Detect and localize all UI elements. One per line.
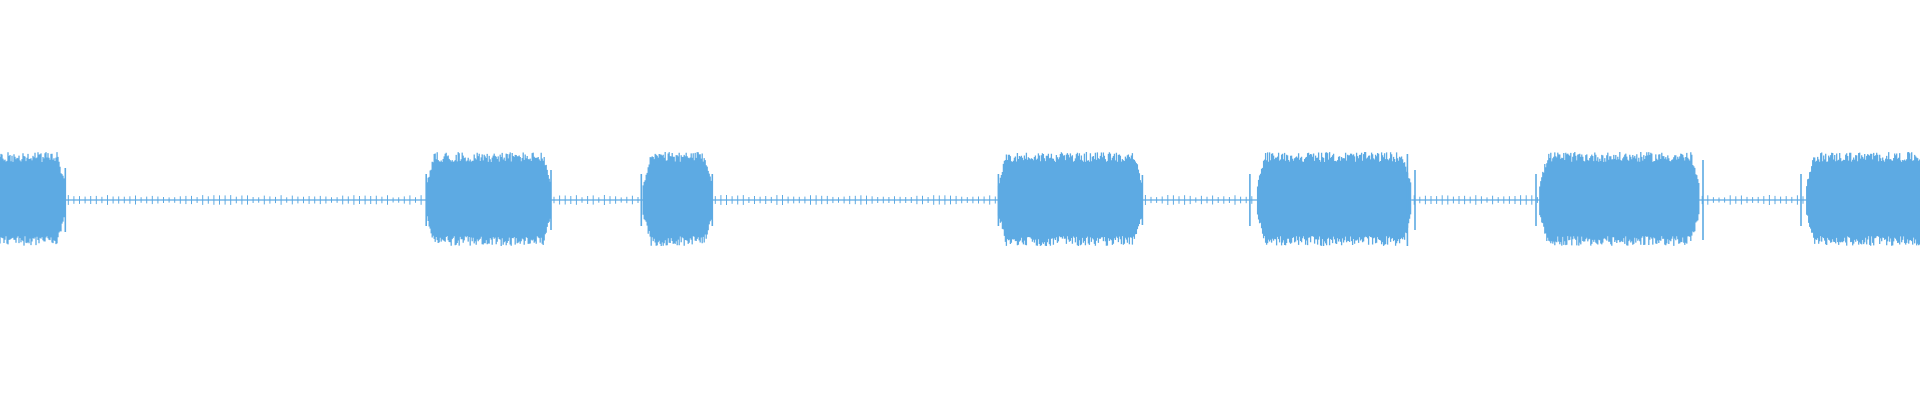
- loud-section: [1256, 152, 1412, 246]
- loud-section: [425, 152, 551, 246]
- loud-section: [1539, 152, 1700, 246]
- waveform-quiet-sections: [65, 195, 1807, 205]
- waveform-transients: [64, 154, 1802, 246]
- loud-section: [642, 152, 713, 246]
- loud-section: [0, 152, 66, 246]
- loud-section: [997, 152, 1143, 246]
- loud-section: [1806, 152, 1920, 246]
